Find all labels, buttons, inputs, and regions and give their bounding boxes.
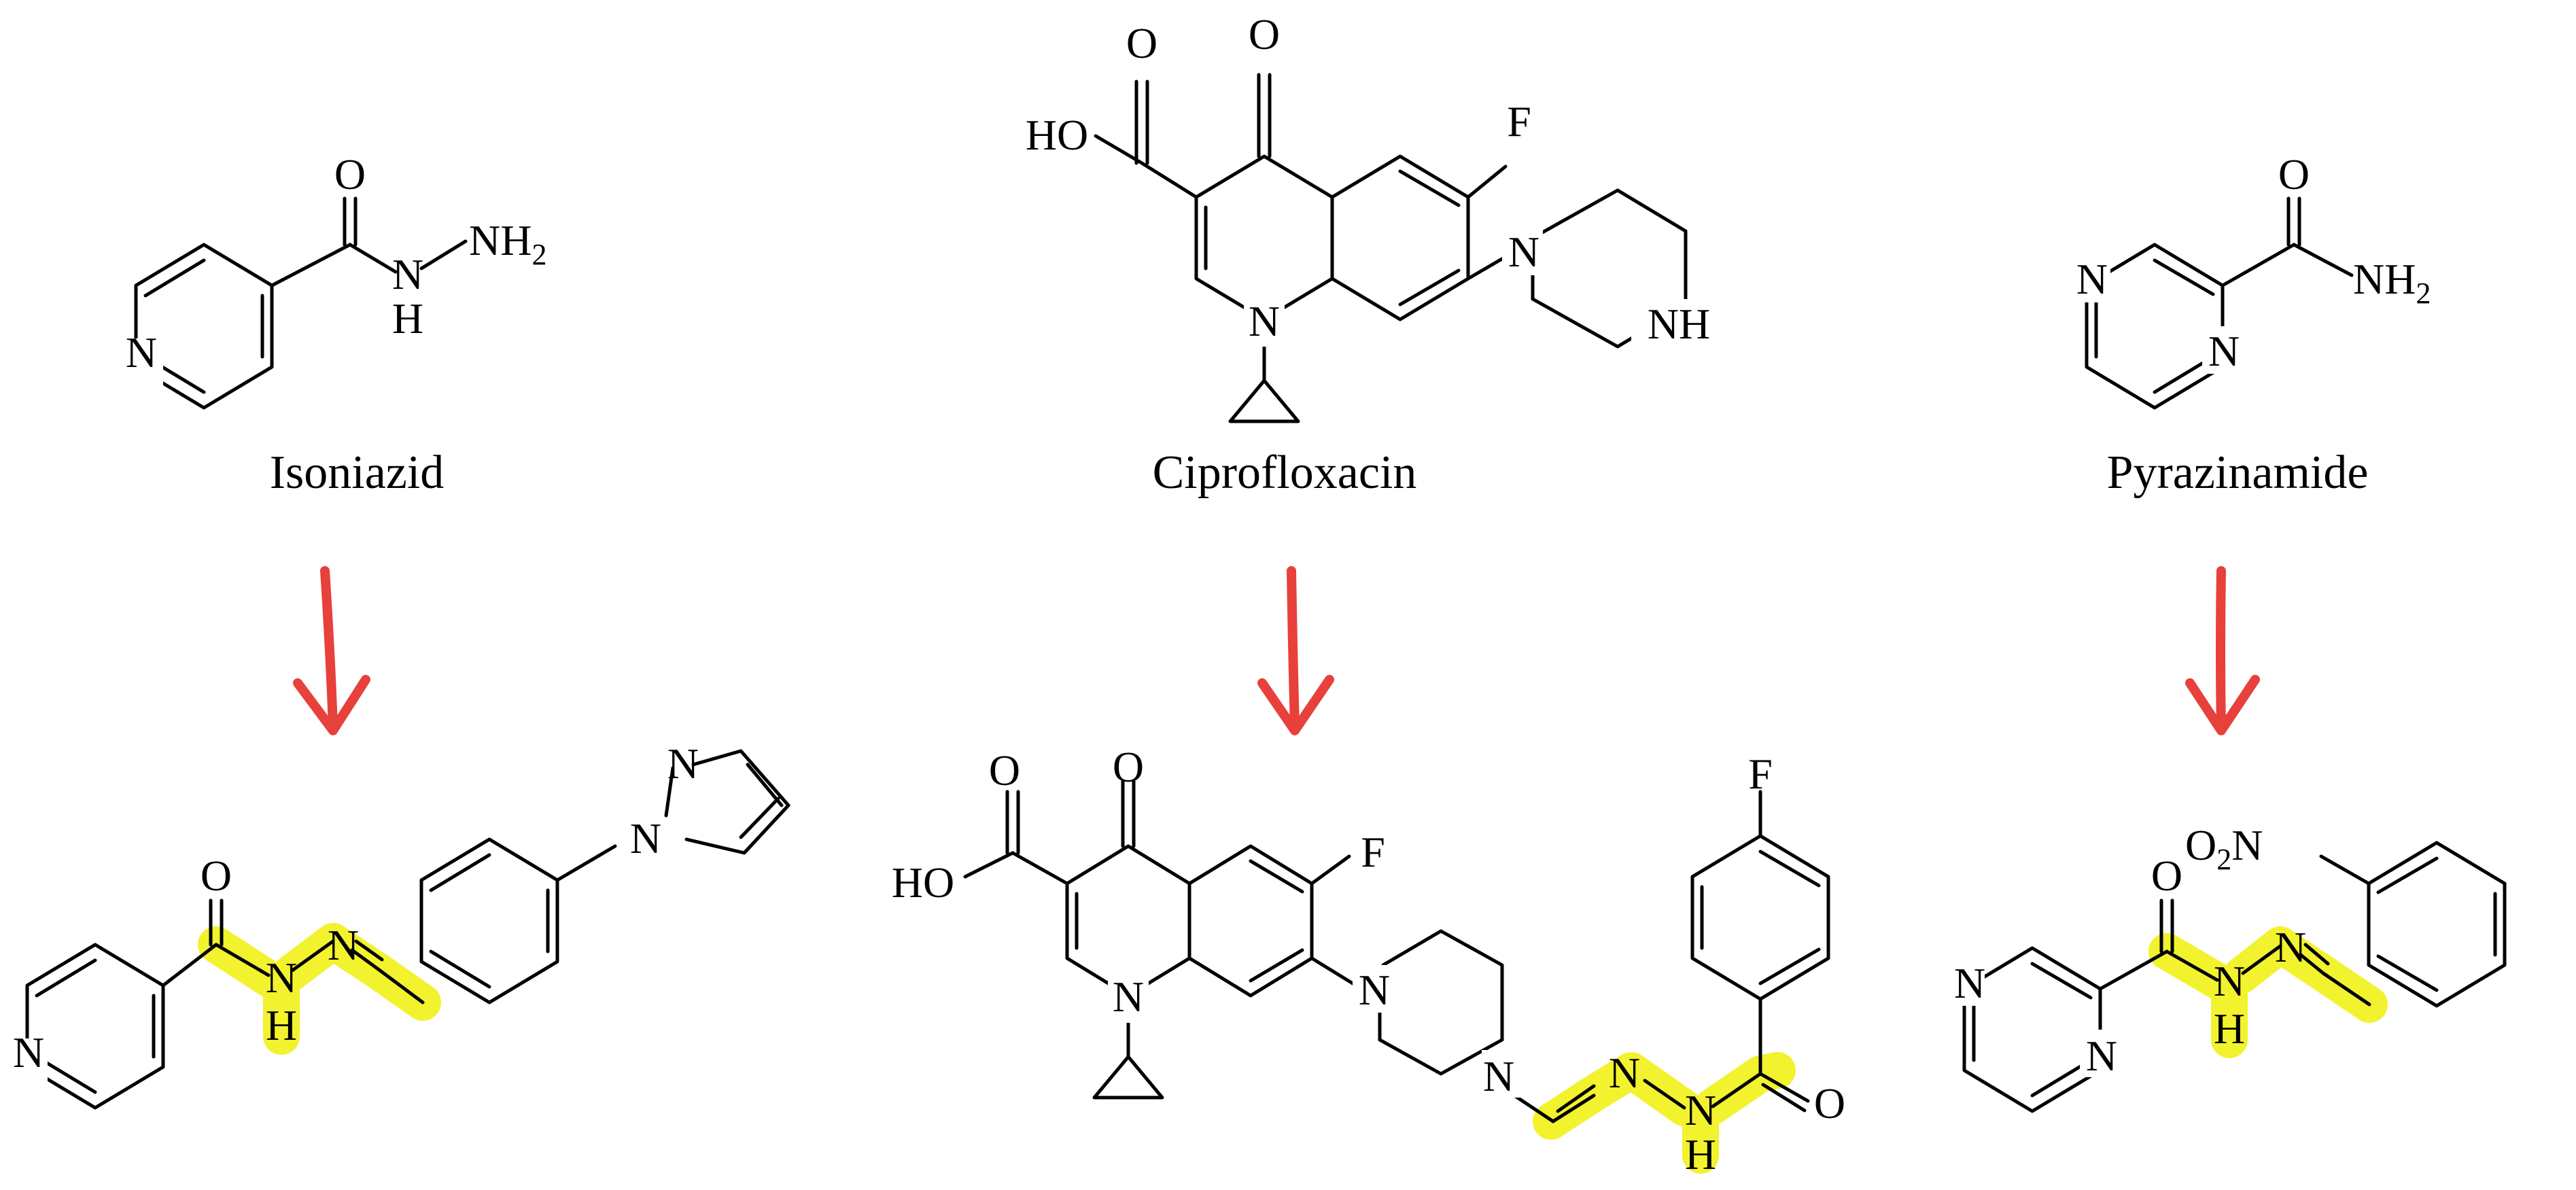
pyrazinamide-derivative-nitrogen-b: N xyxy=(2086,1032,2117,1080)
isoniazid-carbonyl-oxygen: O xyxy=(334,150,366,198)
ciprofloxacin-n1: N xyxy=(1249,297,1280,345)
isoniazid-amine-group: NH2 xyxy=(469,216,546,271)
cipro-derivative-acid-oxygen: O xyxy=(989,746,1020,794)
cipro-derivative-piperazine-n2: N xyxy=(1483,1052,1514,1100)
isoniazid-derivative-imine-nitrogen: N xyxy=(328,921,359,969)
pyrazinamide-bonds xyxy=(2085,196,2354,410)
ciprofloxacin-keto-oxygen: O xyxy=(1249,10,1280,58)
pyrazinamide-derivative-imine-nitrogen: N xyxy=(2275,923,2306,971)
cipro-derivative-aryl-fluorine: F xyxy=(1748,750,1773,798)
ciprofloxacin-derivative-bonds xyxy=(963,780,1830,1123)
isoniazid-hydrazide-nitrogen: N xyxy=(392,250,423,298)
molecule-ciprofloxacin-hydrazone: O O HO F N N N N N H O F xyxy=(892,743,1845,1178)
isoniazid-label: Isoniazid xyxy=(270,447,445,499)
isoniazid-derivative-oxygen: O xyxy=(201,852,232,900)
pyrazinamide-nitrogen-a: N xyxy=(2076,255,2108,303)
cipro-derivative-fluorine: F xyxy=(1361,828,1385,876)
ciprofloxacin-acid-oxygen: O xyxy=(1126,19,1158,67)
isoniazid-hydrazide-hydrogen: H xyxy=(392,294,423,343)
ciprofloxacin-piperazine-nh: NH xyxy=(1648,300,1710,348)
arrow-pyrazinamide xyxy=(2185,566,2260,735)
arrow-isoniazid xyxy=(293,566,370,735)
isoniazid-ring-nitrogen: N xyxy=(126,328,157,377)
ciprofloxacin-piperazine-nitrogen: N xyxy=(1508,228,1539,276)
molecule-pyrazinamide: N N O NH2 Pyrazinamide xyxy=(2070,150,2431,499)
pyrazinamide-label: Pyrazinamide xyxy=(2107,447,2369,499)
ciprofloxacin-label: Ciprofloxacin xyxy=(1153,447,1417,499)
pyrazinamide-derivative-nh-nitrogen: N xyxy=(2214,957,2245,1005)
isoniazid-bonds xyxy=(134,196,468,410)
arrow-ciprofloxacin xyxy=(1257,566,1334,735)
isoniazid-derivative-nh-hydrogen: H xyxy=(266,1001,297,1049)
molecule-pyrazinamide-nitrophenyl-hydrazone: N N O N H N O2N xyxy=(1944,821,2507,1113)
pyrazinamide-derivative-oxygen: O xyxy=(2151,852,2182,900)
pyrazinamide-amine-group: NH2 xyxy=(2353,255,2431,310)
hydrazone-highlight-isoniazid-derivative xyxy=(198,923,441,1055)
ciprofloxacin-fluorine: F xyxy=(1507,97,1531,145)
cipro-derivative-nh-hydrogen: H xyxy=(1685,1130,1716,1178)
pyrazinamide-derivative-nitrogen-a: N xyxy=(1954,959,1985,1007)
cipro-derivative-nh-nitrogen: N xyxy=(1685,1086,1716,1134)
pyrazole-n1: N xyxy=(630,814,661,862)
cipro-derivative-imine-nitrogen: N xyxy=(1609,1049,1640,1097)
isoniazid-derivative-ring-nitrogen: N xyxy=(13,1028,44,1077)
nitro-group: O2N xyxy=(2185,821,2263,876)
hydrazone-highlight-pyrazinamide-derivative xyxy=(2148,926,2388,1058)
pyrazinamide-carbonyl-oxygen: O xyxy=(2278,150,2310,198)
cipro-derivative-amide-oxygen: O xyxy=(1814,1079,1845,1127)
cipro-derivative-n1: N xyxy=(1113,973,1144,1021)
pyrazole-n2: N xyxy=(667,739,699,788)
isoniazid-derivative-nh-nitrogen: N xyxy=(266,953,297,1002)
hydrazone-highlight-ciprofloxacin-derivative xyxy=(1533,1052,1796,1174)
pyrazinamide-derivative-nh-hydrogen: H xyxy=(2214,1004,2245,1053)
molecule-isoniazid-pyrazole-hydrazone: N O N H N N N xyxy=(7,739,790,1110)
isoniazid-derivative-bonds xyxy=(25,749,790,1110)
pyrazinamide-nitrogen-b: N xyxy=(2208,327,2240,375)
cipro-derivative-keto-oxygen: O xyxy=(1113,743,1144,791)
cipro-derivative-piperazine-n1: N xyxy=(1359,966,1390,1014)
cipro-derivative-hydroxyl: HO xyxy=(892,858,954,907)
molecule-isoniazid: N O N H NH2 Isoniazid xyxy=(122,150,546,499)
ciprofloxacin-bonds xyxy=(1094,73,1688,423)
ciprofloxacin-hydroxyl: HO xyxy=(1026,111,1088,159)
molecule-ciprofloxacin: O O HO F N N NH Ciprofloxacin xyxy=(1026,10,1726,499)
